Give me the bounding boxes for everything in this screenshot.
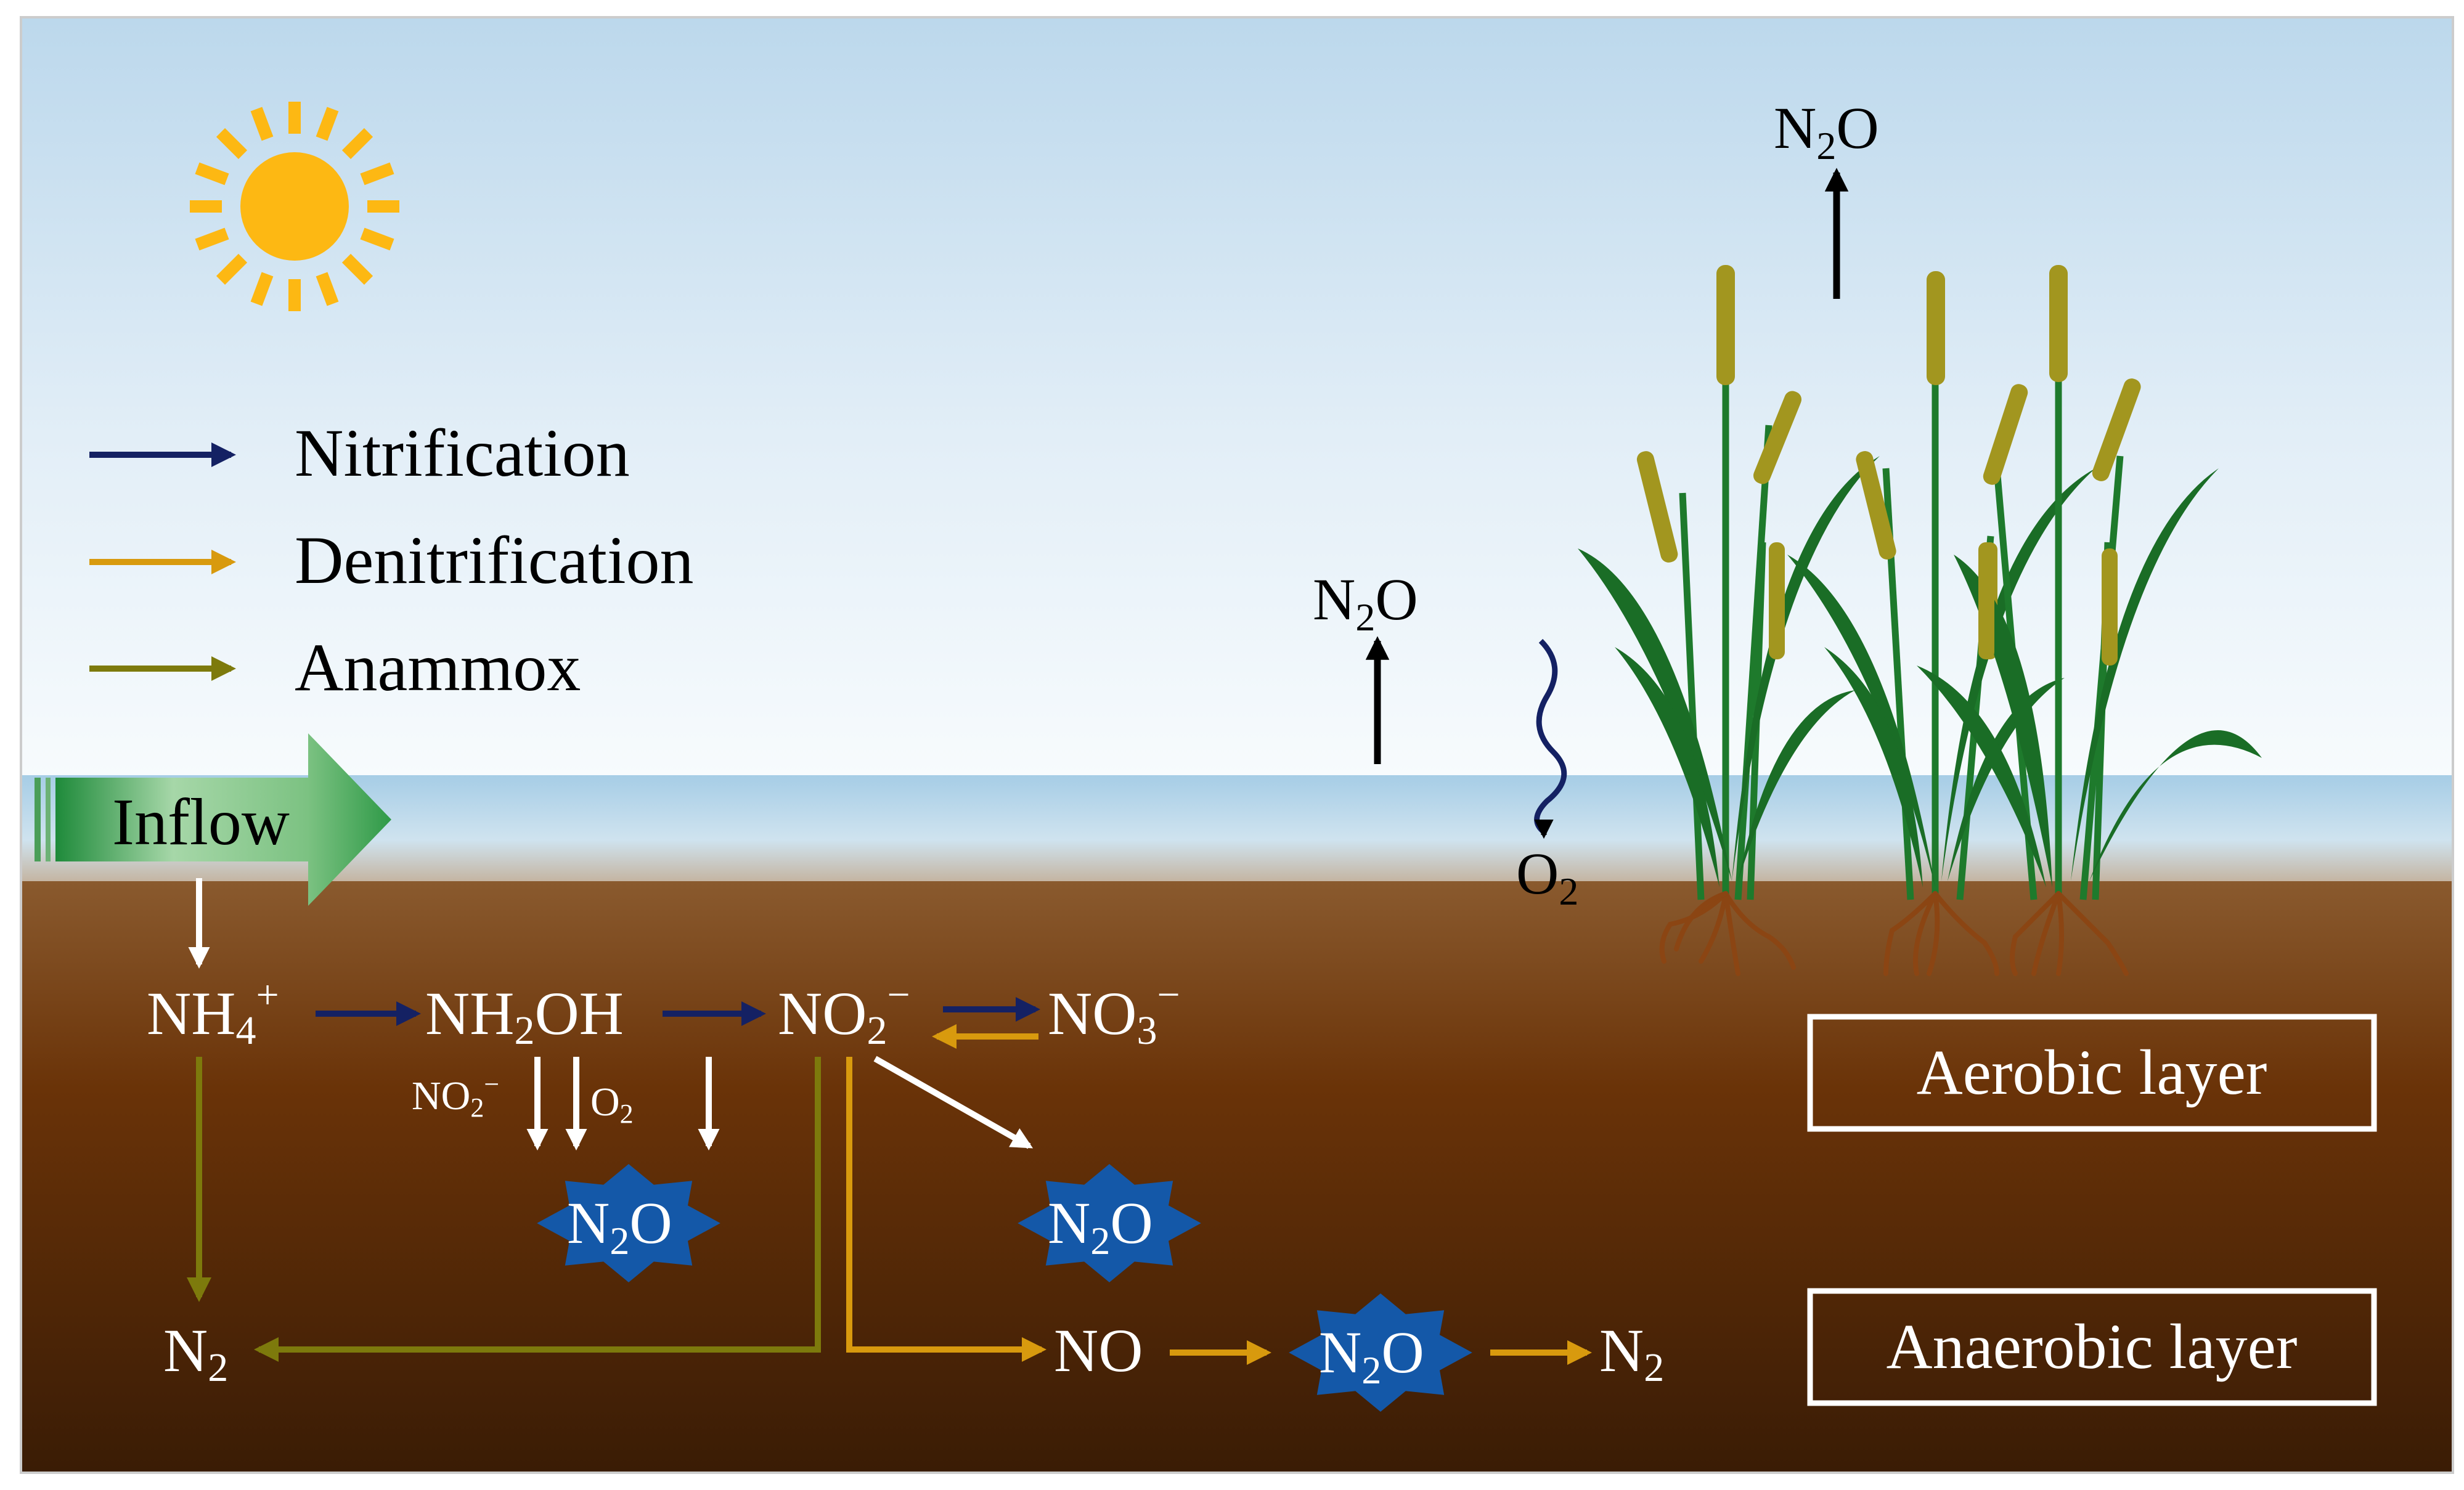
- no3-label: NO3−: [1048, 972, 1180, 1053]
- no2-label: NO2−: [778, 972, 910, 1053]
- small-no2-label: NO2−: [412, 1069, 499, 1123]
- legend-denitrification-label: Denitrification: [295, 523, 694, 598]
- anaerobic-layer-label: Anaerobic layer: [1887, 1311, 2298, 1382]
- soil: [22, 881, 2452, 1472]
- inflow-label: Inflow: [112, 786, 290, 859]
- svg-text:N2O: N2O: [567, 1190, 672, 1263]
- aerobic-layer-label: Aerobic layer: [1917, 1037, 2267, 1108]
- n2o-badge-denitrification: N2O: [1289, 1293, 1472, 1412]
- background: [20, 16, 2454, 1474]
- sky: [22, 18, 2452, 776]
- anaerobic-layer-box: [1807, 1288, 2377, 1406]
- legend: Nitrification Denitrification Anammox: [89, 415, 694, 705]
- n2o-water-label: N2O: [1313, 566, 1418, 639]
- aerobic-layer-box: [1807, 1014, 2377, 1132]
- cattail-cluster-left: [1578, 265, 1880, 900]
- n2o-top-label: N2O: [1774, 95, 1879, 168]
- no-label: NO: [1054, 1316, 1143, 1385]
- o2-label: O2: [1516, 841, 1578, 913]
- n2o-badges: N2O N2O N2O: [537, 1164, 1472, 1412]
- legend-nitrification-label: Nitrification: [295, 415, 630, 491]
- n2o-badge-nh2oh: N2O: [537, 1164, 720, 1282]
- n2o-badge-no2: N2O: [1018, 1164, 1201, 1282]
- nh4-label: NH4+: [147, 972, 279, 1053]
- inflow-arrow: Inflow: [35, 733, 391, 906]
- cattail-plants: [1578, 265, 2262, 976]
- reaction-arrows: [187, 878, 1592, 1365]
- cattail-cluster-right: [1917, 265, 2262, 900]
- svg-text:N2O: N2O: [1319, 1319, 1424, 1392]
- n2-left-label: N2: [163, 1316, 228, 1390]
- n2-right-label: N2: [1599, 1316, 1664, 1390]
- small-o2-label: O2: [590, 1080, 634, 1129]
- o2-diffusion-wave: [1534, 638, 1567, 834]
- species-labels: NH4+ NH2OH NO2− NO3− NO2− O2 N2 NO N2: [147, 972, 1664, 1390]
- nh2oh-label: NH2OH: [425, 979, 624, 1053]
- no2-to-no-denitrification-arrow: [846, 1057, 1046, 1362]
- layer-labels: Aerobic layer Anaerobic layer: [1807, 1014, 2377, 1406]
- svg-text:N2O: N2O: [1048, 1190, 1153, 1263]
- sun-icon: [190, 102, 399, 311]
- no2-to-n2-anammox-arrow: [254, 1057, 821, 1362]
- roots: [1659, 891, 2129, 976]
- no2-to-n2o-white-arrow: [873, 1056, 1034, 1149]
- legend-anammox-label: Anammox: [295, 630, 581, 705]
- gas-exchange: N2O N2O O2: [1313, 95, 1879, 913]
